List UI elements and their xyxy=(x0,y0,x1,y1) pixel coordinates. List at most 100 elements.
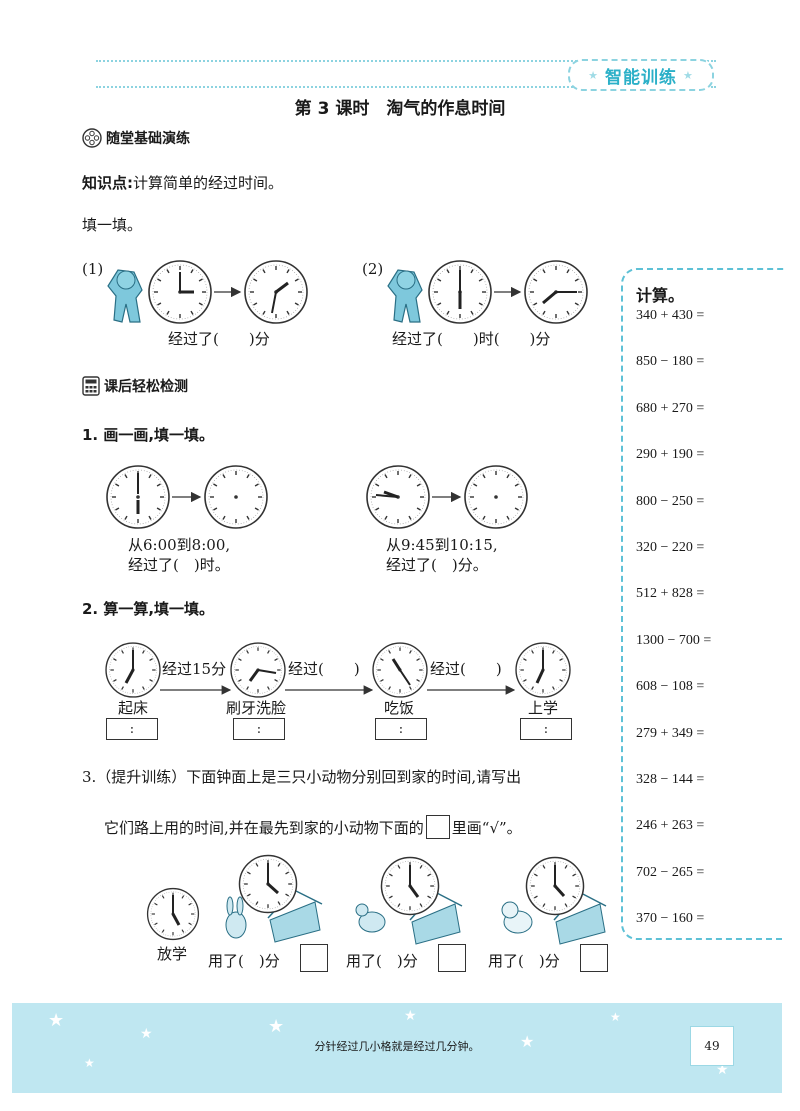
label-school-over: 放学 xyxy=(157,945,188,963)
calc-item[interactable]: 290 + 190 = xyxy=(636,447,705,463)
star-icon: ★ xyxy=(588,68,599,82)
star-icon: ★ xyxy=(683,68,694,82)
calc-item[interactable]: 279 + 349 = xyxy=(636,725,705,741)
p3-line2b: 里画“√”。 xyxy=(451,818,522,837)
q1-answer[interactable]: 经过了( )分 xyxy=(168,330,270,348)
clock-q1-start xyxy=(149,261,211,323)
used-dog[interactable]: 用了( )分 xyxy=(488,952,560,970)
lesson-title: 第 3 课时 淘气的作息时间 xyxy=(294,99,506,119)
clock-go-school xyxy=(516,643,570,697)
inline-box-symbol xyxy=(425,815,450,839)
p1a-line1: 从6:00到8:00, xyxy=(128,536,231,554)
time-colon: : xyxy=(129,721,135,737)
calc-item[interactable]: 320 − 220 = xyxy=(636,540,705,555)
calc-title: 计算。 xyxy=(636,286,685,305)
footer-band xyxy=(12,1003,782,1093)
time-box-wake-up[interactable]: : xyxy=(106,718,158,740)
arrow-label-2[interactable]: 经过( ) xyxy=(288,660,360,678)
clock-q1-end xyxy=(245,261,307,323)
arrow-label-1: 经过15分 xyxy=(162,660,227,678)
calculator-icon xyxy=(82,376,100,396)
time-box-breakfast[interactable]: : xyxy=(375,718,427,740)
p1a-text: 从6:00到8:00, 经过了( )时。 xyxy=(128,535,230,575)
clock-chick xyxy=(381,857,438,914)
star-icon: ★ xyxy=(716,1062,729,1078)
section-heading-text: 随堂基础演练 xyxy=(106,131,190,147)
q2-label: (2) xyxy=(362,260,384,278)
calc-item[interactable]: 702 − 265 = xyxy=(636,864,705,880)
clock-brush-teeth xyxy=(231,643,285,697)
section-heading-after-class: 课后轻松检测 xyxy=(82,376,188,396)
p1a-line2[interactable]: 经过了( )时。 xyxy=(128,556,230,574)
calc-item[interactable]: 800 − 250 = xyxy=(636,493,705,509)
clock-p1a-end-blank xyxy=(205,466,267,528)
calc-item[interactable]: 1300 − 700 = xyxy=(636,632,712,648)
used-rabbit[interactable]: 用了( )分 xyxy=(208,952,280,970)
footer-tip: 分针经过几小格就是经过几分钟。 xyxy=(314,1040,480,1053)
arrow-label-3[interactable]: 经过( ) xyxy=(430,660,502,678)
check-box-chick[interactable] xyxy=(438,944,466,972)
clock-q2-start xyxy=(429,261,491,323)
brand-text: 智能训练 xyxy=(605,67,677,88)
calc-item[interactable]: 512 + 828 = xyxy=(636,586,705,602)
calc-side-panel xyxy=(621,268,785,940)
time-colon: : xyxy=(543,721,549,737)
rabbit-figure xyxy=(225,896,247,939)
page-number: 49 xyxy=(690,1026,734,1066)
dog-figure xyxy=(501,901,533,934)
star-icon: ★ xyxy=(404,1008,417,1024)
clock-breakfast xyxy=(373,643,427,697)
clock-wake-up xyxy=(106,643,160,697)
star-icon: ★ xyxy=(610,1010,621,1024)
check-box-rabbit[interactable] xyxy=(300,944,328,972)
cartoon-figure-2 xyxy=(387,269,423,323)
calc-item[interactable]: 850 − 180 = xyxy=(636,354,705,370)
p3-line2: 它们路上用的时间,并在最先到家的小动物下面的 里画“√”。 xyxy=(104,815,522,839)
clock-rabbit xyxy=(239,855,296,912)
calc-item[interactable]: 680 + 270 = xyxy=(636,400,705,416)
q1-label: (1) xyxy=(82,260,104,278)
p1b-line2[interactable]: 经过了( )分。 xyxy=(386,556,488,574)
p1b-text: 从9:45到10:15, 经过了( )分。 xyxy=(386,535,498,575)
p1-title: 1. 画一画,填一填。 xyxy=(82,426,215,444)
header-dotted-band xyxy=(96,60,716,88)
time-colon: : xyxy=(256,721,262,737)
knowledge-point: 知识点:计算简单的经过时间。 xyxy=(82,172,283,193)
label-wake-up: 起床 xyxy=(118,699,149,717)
clock-dog xyxy=(526,857,583,914)
star-icon: ★ xyxy=(48,1010,65,1031)
calc-item[interactable]: 608 − 108 = xyxy=(636,679,705,695)
star-icon: ★ xyxy=(268,1016,285,1037)
p3-line2a: 它们路上用的时间,并在最先到家的小动物下面的 xyxy=(104,818,424,837)
knowledge-text: 计算简单的经过时间。 xyxy=(133,174,284,192)
clock-p1b-start xyxy=(367,466,429,528)
film-reel-icon xyxy=(82,128,102,148)
star-icon: ★ xyxy=(140,1026,153,1042)
calc-item[interactable]: 370 − 160 = xyxy=(636,911,705,927)
calc-item[interactable]: 246 + 263 = xyxy=(636,818,705,834)
section-heading-basic: 随堂基础演练 xyxy=(82,128,190,148)
label-breakfast: 吃饭 xyxy=(384,699,415,717)
brand-badge: ★ 智能训练 ★ xyxy=(568,59,714,91)
clock-school-over xyxy=(148,889,199,940)
label-go-school: 上学 xyxy=(528,699,559,717)
star-icon: ★ xyxy=(84,1056,95,1070)
time-box-brush-teeth[interactable]: : xyxy=(233,718,285,740)
q2-answer[interactable]: 经过了( )时( )分 xyxy=(392,330,551,348)
p3-line1: 3.（提升训练）下面钟面上是三只小动物分别回到家的时间,请写出 xyxy=(82,768,522,786)
label-brush-teeth: 刷牙洗脸 xyxy=(226,699,287,717)
calc-item[interactable]: 328 − 144 = xyxy=(636,772,705,787)
section-heading-text: 课后轻松检测 xyxy=(104,379,188,395)
used-chick[interactable]: 用了( )分 xyxy=(346,952,418,970)
chick-figure xyxy=(355,903,386,933)
calc-item[interactable]: 340 + 430 = xyxy=(636,308,705,323)
time-colon: : xyxy=(398,721,404,737)
clock-p1b-end-blank xyxy=(465,466,527,528)
time-box-go-school[interactable]: : xyxy=(520,718,572,740)
knowledge-label: 知识点: xyxy=(82,174,133,192)
instruction-fill: 填一填。 xyxy=(82,216,143,234)
p2-title: 2. 算一算,填一填。 xyxy=(82,600,215,618)
clock-p1a-start xyxy=(107,466,169,528)
check-box-dog[interactable] xyxy=(580,944,608,972)
